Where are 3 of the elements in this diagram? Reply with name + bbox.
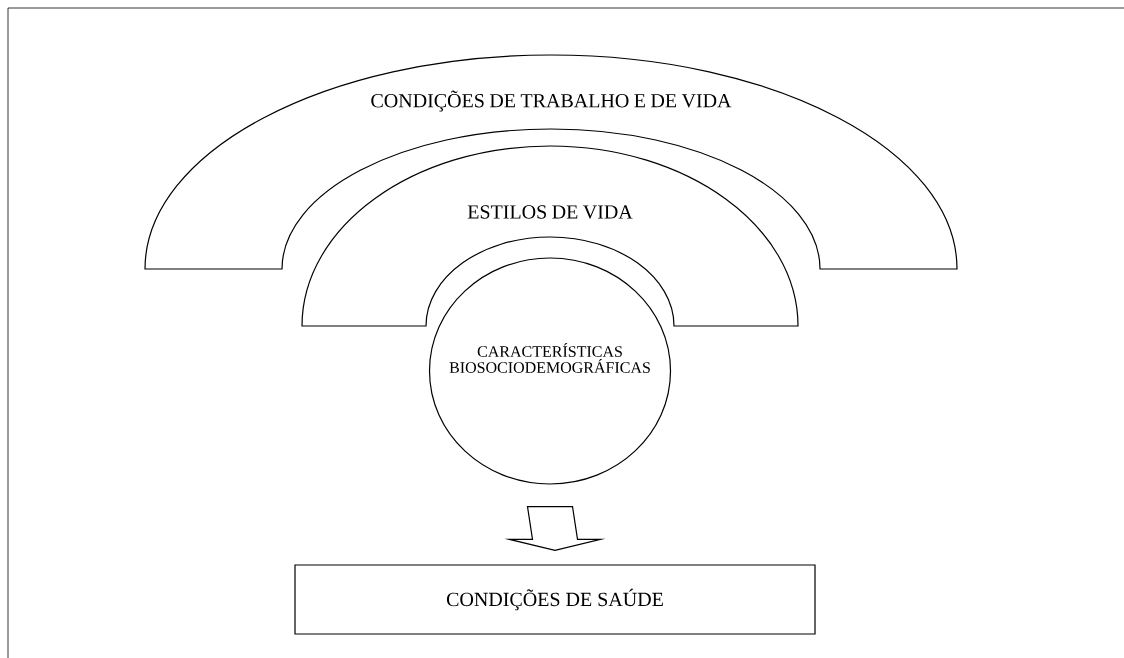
arch-band: ESTILOS DE VIDA <box>301 145 799 327</box>
block-arrow <box>504 506 606 551</box>
process-box: CONDIÇÕES DE SAÚDE <box>294 564 816 635</box>
